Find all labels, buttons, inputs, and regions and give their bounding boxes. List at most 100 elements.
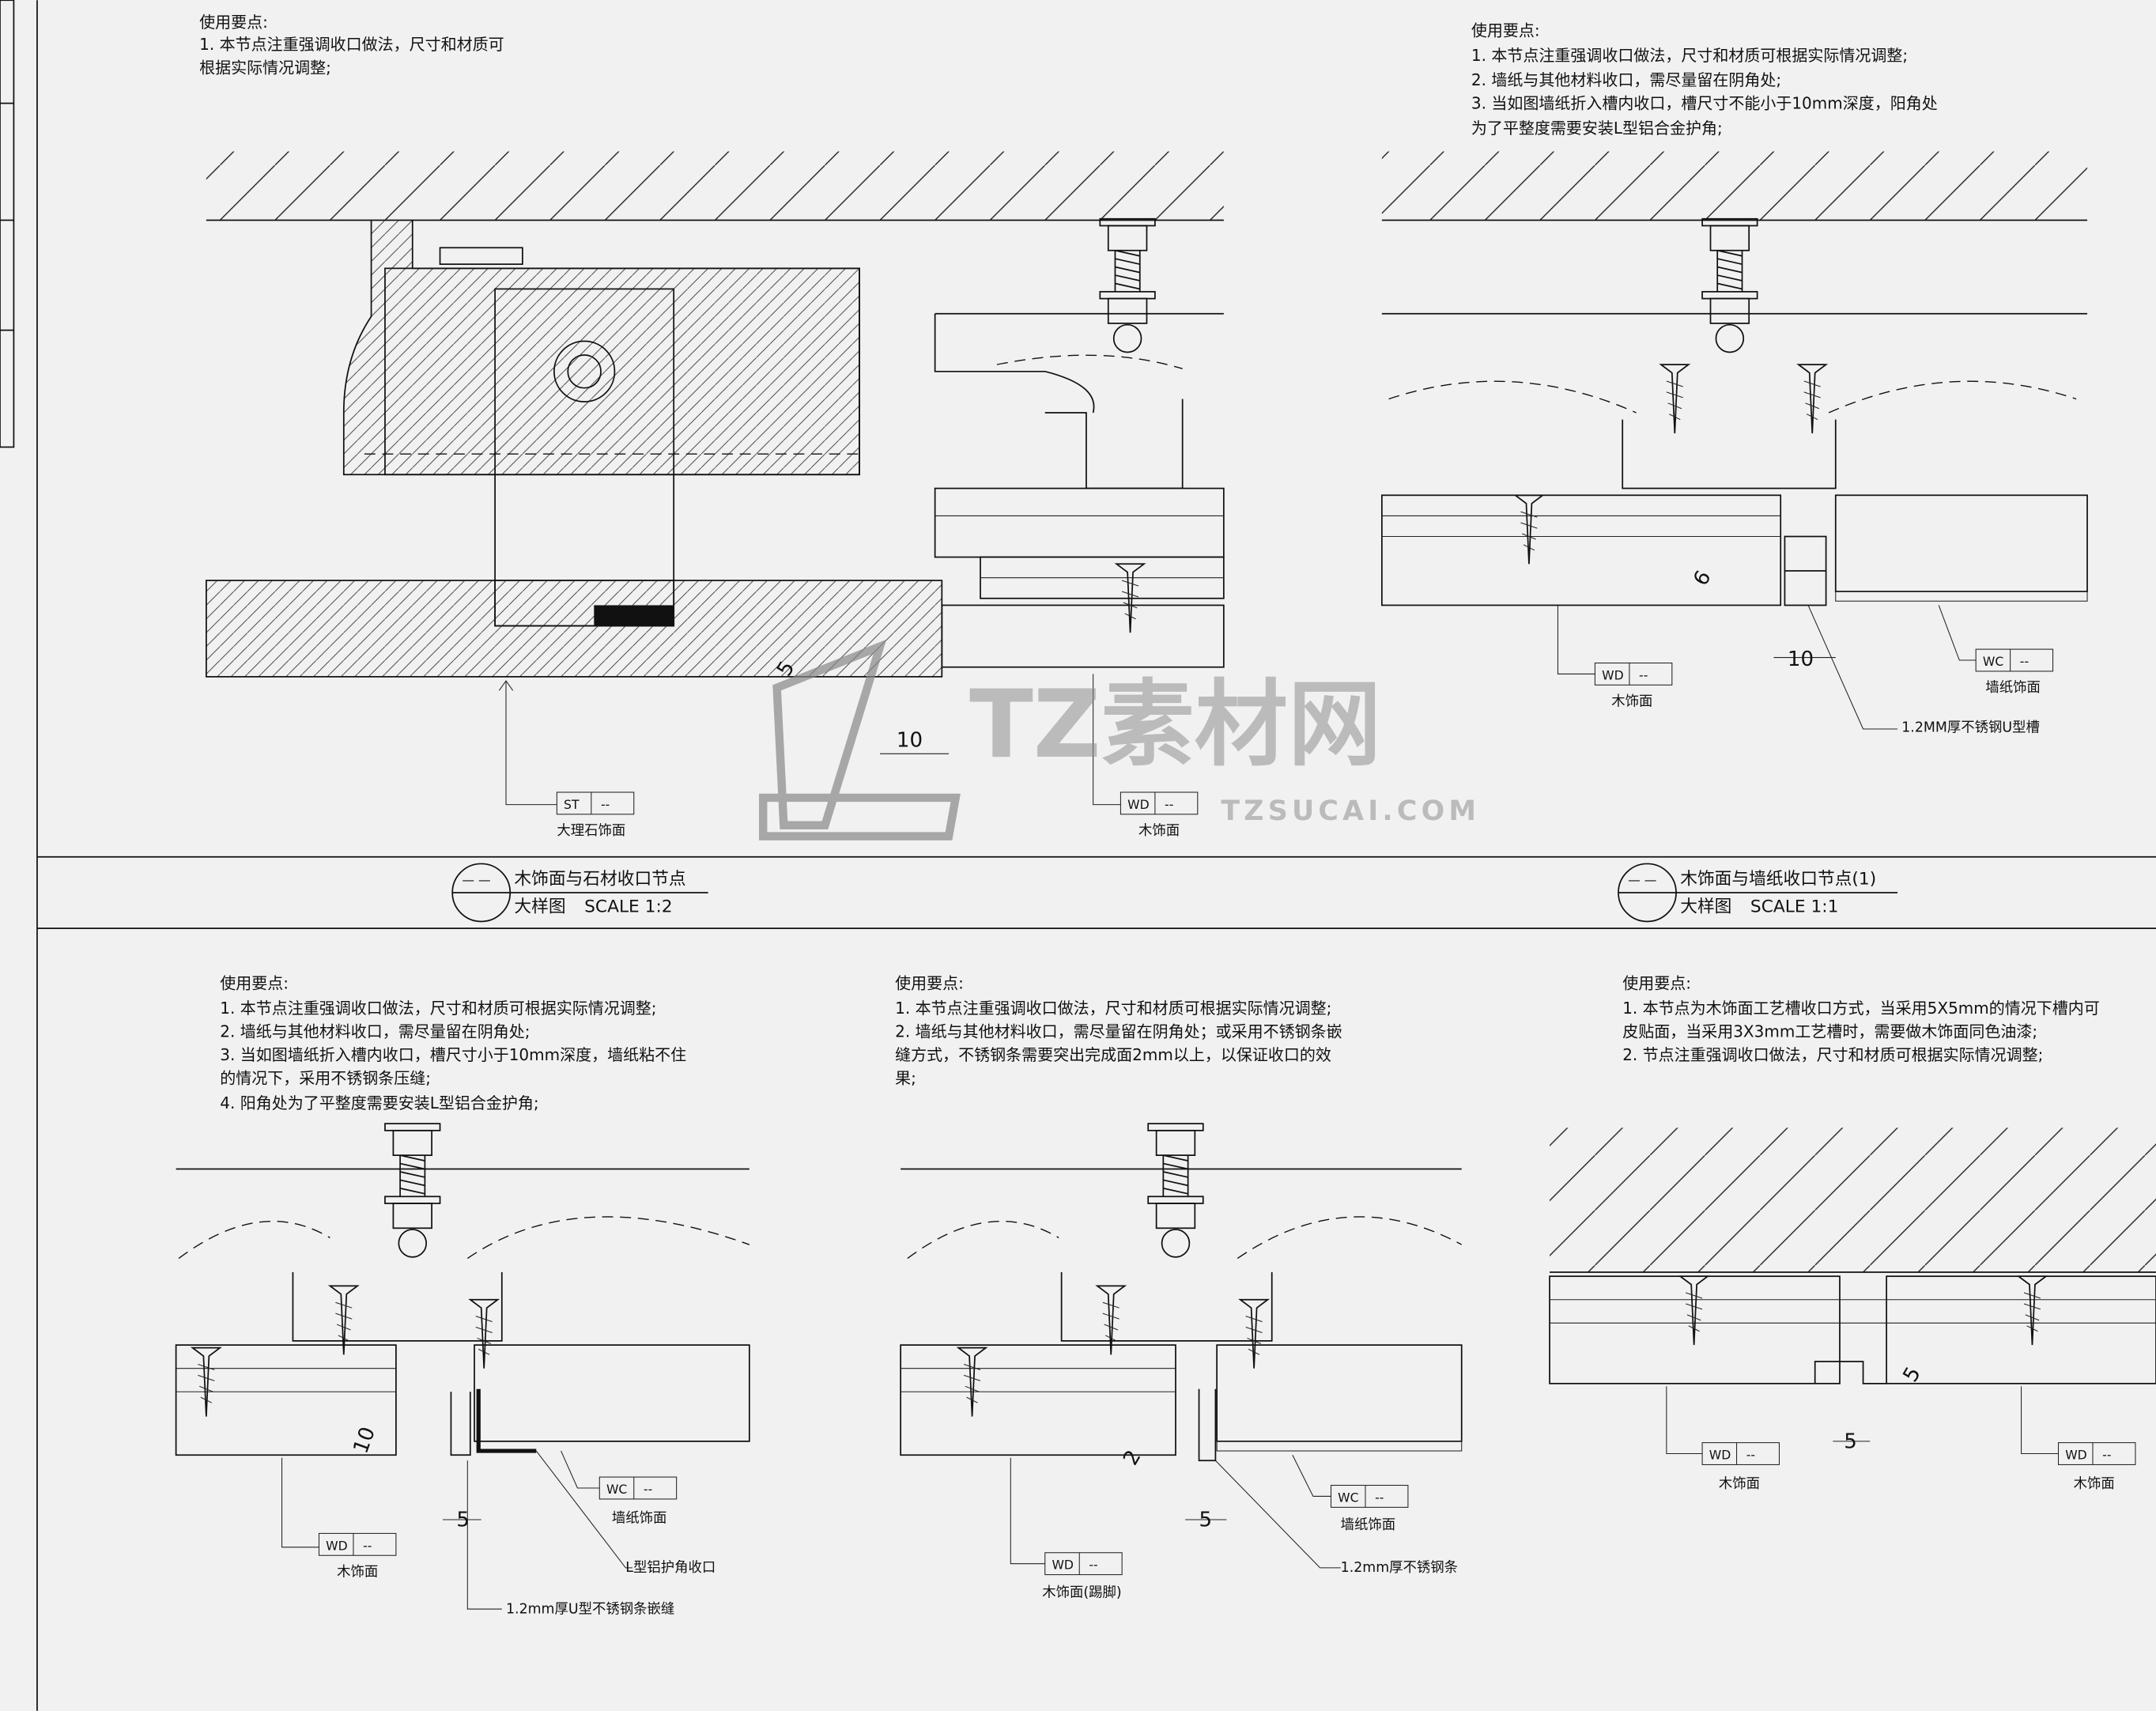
note-line: 为了平整度需要安装L型铝合金护角; <box>1471 119 1723 138</box>
tag-label: 墙纸饰面 <box>1985 680 2041 696</box>
dimension-label: 10 <box>897 729 923 753</box>
detail-wood-groove: 5 5 <box>1549 1127 2156 1454</box>
note-line: 1. 本节点注重强调收口做法，尺寸和材质可根据实际情况调整; <box>1471 46 1908 65</box>
notes-bottom-left: 使用要点: 1. 本节点注重强调收口做法，尺寸和材质可根据实际情况调整; 2. … <box>220 974 686 1112</box>
detail-wood-wallpaper-2: 10 5 L型铝护角收口 1.2mm厚U型不锈钢条嵌缝 <box>175 1123 750 1617</box>
callout-u-channel: 1.2MM厚不锈钢U型槽 <box>1901 720 2040 735</box>
tag-ref: -- <box>2020 654 2029 669</box>
dimension-label: 10 <box>1788 648 1814 671</box>
dimension-label: 6 <box>1689 567 1716 590</box>
tag-code: WD <box>1127 797 1150 812</box>
tag-code: WC <box>1338 1490 1358 1505</box>
dimension-label: 2 <box>1119 1446 1146 1469</box>
note-line: 皮贴面，当采用3X3mm工艺槽时，需要做木饰面同色油漆; <box>1622 1022 2037 1041</box>
tag-code: WD <box>2065 1447 2087 1462</box>
dimension-label: 10 <box>349 1424 380 1456</box>
note-line: 3. 当如图墙纸折入槽内收口，槽尺寸不能小于10mm深度，阳角处 <box>1471 94 1938 113</box>
notes-title: 使用要点: <box>199 13 268 32</box>
tag-label: 墙纸饰面 <box>612 1510 666 1526</box>
title-scale: SCALE 1:2 <box>584 897 673 916</box>
watermark-url: TZSUCAI.COM <box>1221 795 1480 827</box>
tag-code: WC <box>606 1482 627 1497</box>
drawing-title-2: — — 木饰面与墙纸收口节点(1) 大样图 SCALE 1:1 <box>1618 863 1898 923</box>
tag-code: WD <box>326 1538 348 1553</box>
note-line: 的情况下，采用不锈钢条压缝; <box>220 1069 431 1088</box>
tag-code: ST <box>564 797 580 812</box>
note-line: 果; <box>895 1069 916 1088</box>
detail-wood-wallpaper-1: 6 10 1.2MM厚不锈钢U型槽 <box>1380 151 2088 735</box>
note-line: 1. 本节点注重强调收口做法，尺寸和材质可根据实际情况调整; <box>220 999 656 1018</box>
tag-wallpaper-4: WC -- 墙纸饰面 <box>1292 1455 1409 1533</box>
notes-bottom-right: 使用要点: 1. 本节点为木饰面工艺槽收口方式，当采用5X5mm的情况下槽内可 … <box>1622 974 2100 1064</box>
tag-code: WD <box>1052 1558 1074 1573</box>
tag-ref: -- <box>644 1482 652 1497</box>
note-line: 1. 本节点注重强调收口做法，尺寸和材质可根据实际情况调整; <box>895 999 1331 1018</box>
note-line: 4. 阳角处为了平整度需要安装L型铝合金护角; <box>220 1093 538 1112</box>
notes-title: 使用要点: <box>220 974 289 993</box>
tag-wood-3: WD -- 木饰面 <box>281 1457 397 1580</box>
title-scale: SCALE 1:1 <box>1750 897 1838 916</box>
title-sub: 大样图 <box>1680 897 1731 916</box>
callout-u-strip: 1.2mm厚U型不锈钢条嵌缝 <box>506 1601 674 1617</box>
notes-title: 使用要点: <box>1471 21 1540 40</box>
detail-wood-wallpaper-3: 2 5 1.2mm厚不锈钢条 <box>900 1123 1463 1576</box>
tag-ref: -- <box>1639 667 1648 682</box>
tag-code: WC <box>1983 654 2003 669</box>
note-line: 3. 当如图墙纸折入槽内收口，槽尺寸小于10mm深度，墙纸粘不住 <box>220 1045 686 1064</box>
title-symbol: — — <box>1628 873 1656 888</box>
callout-steel-strip: 1.2mm厚不锈钢条 <box>1341 1560 1458 1576</box>
notes-bottom-mid: 使用要点: 1. 本节点注重强调收口做法，尺寸和材质可根据实际情况调整; 2. … <box>895 974 1342 1088</box>
tag-ref: -- <box>2102 1447 2111 1462</box>
tag-label: 木饰面(踢脚) <box>1042 1584 1121 1600</box>
callout-l-corner: L型铝护角收口 <box>625 1560 716 1576</box>
detail-wood-stone: 5 10 <box>206 151 1225 754</box>
note-line: 1. 本节点注重强调收口做法，尺寸和材质可 <box>199 35 504 54</box>
notes-title: 使用要点: <box>1622 974 1691 993</box>
note-line: 2. 墙纸与其他材料收口，需尽量留在阴角处; <box>1471 70 1781 89</box>
tag-wood-4: WD -- 木饰面(踢脚) <box>1010 1457 1123 1600</box>
notes-top-left: 使用要点: 1. 本节点注重强调收口做法，尺寸和材质可 根据实际情况调整; <box>199 13 504 77</box>
tag-stone: ST -- 大理石饰面 <box>498 680 635 839</box>
tag-code: WD <box>1602 667 1624 682</box>
tag-label: 墙纸饰面 <box>1341 1517 1396 1533</box>
title-sub: 大样图 <box>514 897 565 916</box>
dimension-label: 5 <box>456 1509 470 1532</box>
note-line: 根据实际情况调整; <box>199 58 331 77</box>
watermark-brand: TZ素材网 <box>969 670 1381 779</box>
tag-wallpaper-3: WC -- 墙纸饰面 <box>561 1450 678 1526</box>
tag-label: 木饰面 <box>1138 823 1180 839</box>
watermark-logo: TZ素材网 TZSUCAI.COM <box>759 639 1480 840</box>
note-line: 2. 墙纸与其他材料收口，需尽量留在阴角处; <box>220 1022 530 1041</box>
tag-label: 木饰面 <box>1611 693 1652 709</box>
note-line: 1. 本节点为木饰面工艺槽收口方式，当采用5X5mm的情况下槽内可 <box>1622 999 2100 1018</box>
tag-wood-1: WD -- 木饰面 <box>1093 674 1199 839</box>
title-name: 木饰面与墙纸收口节点(1) <box>1680 870 1876 889</box>
tag-wood-5a: WD -- 木饰面 <box>1666 1386 1780 1492</box>
dimension-label: 5 <box>1199 1509 1213 1532</box>
tag-label: 大理石饰面 <box>557 823 625 839</box>
tag-label: 木饰面 <box>2074 1476 2115 1492</box>
tag-ref: -- <box>601 797 610 812</box>
tag-label: 木饰面 <box>1719 1476 1760 1492</box>
tag-ref: -- <box>1746 1447 1755 1462</box>
tag-ref: -- <box>363 1538 372 1553</box>
tag-ref: -- <box>1375 1490 1384 1505</box>
tag-code: WD <box>1709 1447 1731 1462</box>
dimension-label: 5 <box>1844 1430 1857 1454</box>
note-line: 缝方式，不锈钢条需要突出完成面2mm以上，以保证收口的效 <box>895 1045 1331 1064</box>
note-line: 2. 墙纸与其他材料收口，需尽量留在阴角处；或采用不锈钢条嵌 <box>895 1022 1342 1041</box>
dimension-label: 5 <box>1899 1363 1926 1386</box>
tag-ref: -- <box>1089 1558 1097 1573</box>
notes-top-right: 使用要点: 1. 本节点注重强调收口做法，尺寸和材质可根据实际情况调整; 2. … <box>1471 21 1938 137</box>
tag-label: 木饰面 <box>337 1564 378 1580</box>
tag-wallpaper-2: WC -- 墙纸饰面 <box>1938 605 2054 696</box>
title-name: 木饰面与石材收口节点 <box>514 870 685 889</box>
drawing-title-1: — — 木饰面与石材收口节点 大样图 SCALE 1:2 <box>451 863 708 923</box>
title-symbol: — — <box>462 873 490 888</box>
tag-wood-2: WD -- 木饰面 <box>1557 605 1673 709</box>
note-line: 2. 节点注重强调收口做法，尺寸和材质可根据实际情况调整; <box>1622 1045 2043 1064</box>
notes-title: 使用要点: <box>895 974 964 993</box>
tag-ref: -- <box>1165 797 1173 812</box>
tag-wood-5b: WD -- 木饰面 <box>2021 1386 2136 1492</box>
